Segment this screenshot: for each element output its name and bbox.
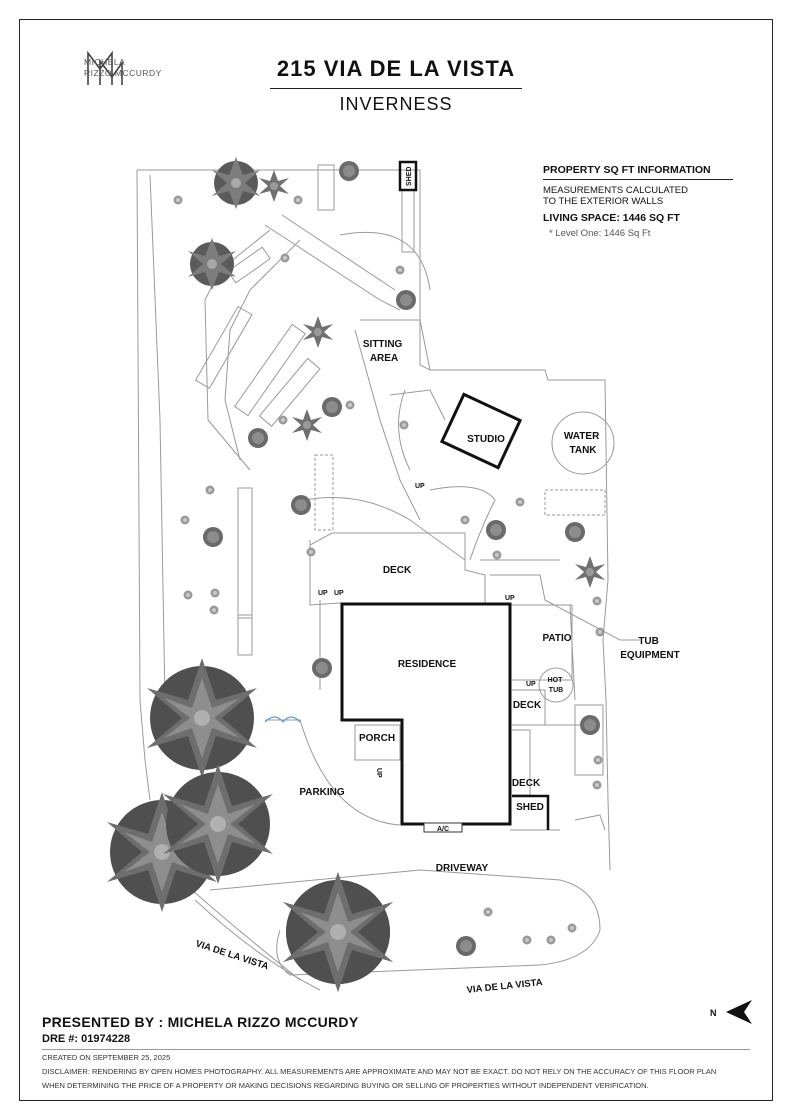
disclaimer: DISCLAIMER: RENDERING BY OPEN HOMES PHOT… [42,1065,762,1093]
parking-label: PARKING [299,787,345,798]
disclaimer-line-1: DISCLAIMER: RENDERING BY OPEN HOMES PHOT… [42,1067,717,1076]
residence-label: RESIDENCE [398,659,457,670]
trees [107,157,393,992]
page-frame [19,19,773,1101]
street-label-bottom: VIA DE LA VISTA [466,977,543,996]
measure-line-2: TO THE EXTERIOR WALLS [543,196,664,207]
level-one-item: * Level One: 1446 Sq Ft [549,228,651,239]
property-boundary [136,169,611,871]
water-tank-line-2: TANK [569,445,597,456]
tub-equipment-line-1: TUB [638,636,659,647]
bottom-shed-walls [512,794,550,830]
logo-line-1: MICHELA [84,57,126,67]
planter-beds [194,164,606,776]
measure-line-1: MEASUREMENTS CALCULATED [543,185,688,196]
water-tank-line-1: WATER [564,431,600,442]
sqft-info-panel: PROPERTY SQ FT INFORMATION MEASUREMENTS … [543,164,733,239]
deck-main-label: DECK [383,565,412,576]
hot-tub-line-1: HOT [548,677,564,684]
measure-note: MEASUREMENTS CALCULATED TO THE EXTERIOR … [543,185,733,207]
up-label-1: UP [318,590,328,597]
deck-lower-label: DECK [512,778,541,789]
shed-bottom-label: SHED [516,802,544,813]
garden-paths [159,214,640,991]
street-label-left: VIA DE LA VISTA [194,938,270,972]
sitting-area-label: SITTING AREA [363,339,405,364]
sitting-area-line-2: AREA [370,353,398,364]
up-label-3: UP [505,595,515,602]
footer-divider [42,1049,750,1050]
living-space: LIVING SPACE: 1446 SQ FT [543,212,680,224]
logo-monogram-icon [87,50,123,85]
studio-walls [439,392,523,470]
tub-equipment-line-2: EQUIPMENT [620,650,679,661]
studio-label: STUDIO [467,434,505,445]
north-arrow-icon: N [710,1000,752,1024]
disclaimer-line-2: WHEN DETERMINING THE PRICE OF A PROPERTY… [42,1081,649,1090]
page-subtitle: INVERNESS [339,94,453,114]
presented-by: PRESENTED BY : MICHELA RIZZO MCCURDY [42,1014,359,1030]
deck-right-label: DECK [513,700,542,711]
created-date: CREATED ON SEPTEMBER 25, 2025 [42,1053,171,1062]
up-label-6: UP [375,768,382,778]
residence-walls [340,602,512,826]
porch-label: PORCH [359,733,395,744]
dre-number: DRE #: 01974228 [42,1033,131,1045]
top-shed-walls [398,160,418,192]
ac-unit [423,822,463,833]
logo-line-2: RIZZO MCCURDY [84,68,162,78]
tub-equipment-label: TUB EQUIPMENT [620,636,679,661]
page-title: 215 VIA DE LA VISTA [276,56,516,81]
water-tank-label: WATER TANK [564,431,602,456]
patio-label: PATIO [542,633,571,644]
water-tank-outline [551,411,615,475]
up-label-2: UP [334,590,344,597]
sitting-area-line-1: SITTING [363,339,403,350]
sqft-info-heading: PROPERTY SQ FT INFORMATION [543,164,733,180]
title-divider [270,88,522,89]
ac-label: A/C [437,826,449,833]
driveway-label: DRIVEWAY [436,863,489,874]
shed-top-label: SHED [406,167,413,186]
up-label-5: UP [415,483,425,490]
north-letter: N [710,1008,717,1018]
hot-tub-label: HOT TUB [548,677,565,694]
gate [264,716,301,723]
logo-text: MICHELA RIZZO MCCURDY [84,57,162,79]
hot-tub-line-2: TUB [549,687,563,694]
up-label-4: UP [526,681,536,688]
